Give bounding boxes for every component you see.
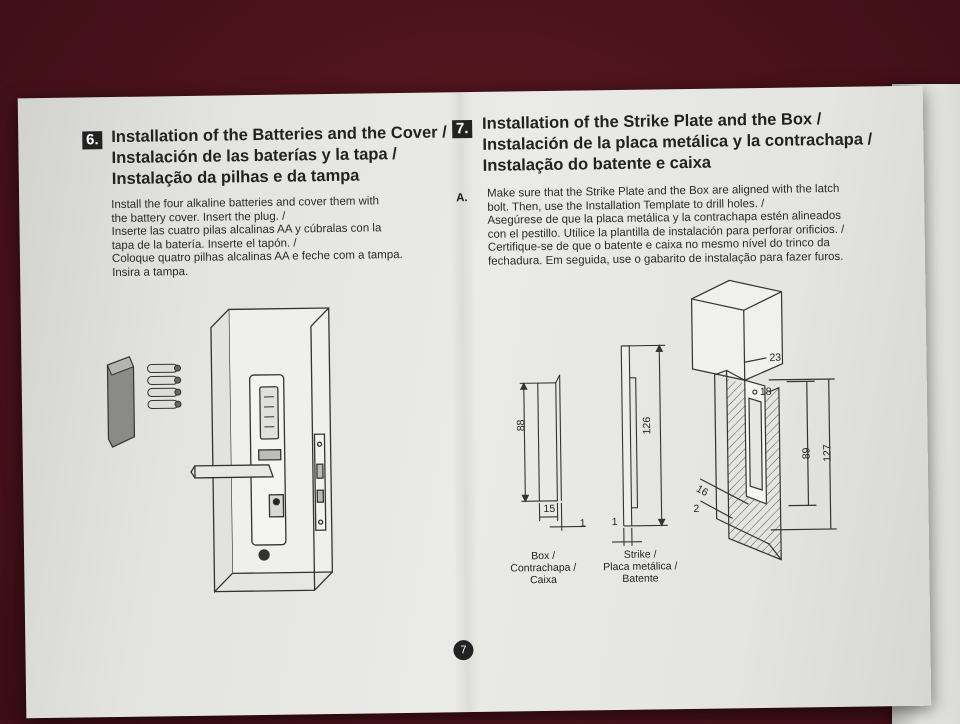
box-label-es: Contrachapa / — [502, 561, 584, 574]
manual-page: 6. Installation of the Batteries and the… — [18, 86, 932, 719]
dim-88: 88 — [515, 419, 527, 431]
dim-127: 127 — [821, 444, 833, 462]
section-7-number: 7. — [452, 120, 472, 138]
strike-box-illustration — [685, 267, 869, 569]
section-7-text: Make sure that the Strike Plate and the … — [487, 183, 845, 269]
door-lock-illustration — [99, 303, 423, 597]
strike-label: Strike / Placa metálica / Batente — [599, 548, 681, 585]
dim-2: 2 — [693, 503, 699, 515]
dim-89: 89 — [801, 447, 813, 459]
step-a-label: A. — [456, 192, 468, 204]
strike-dimension-drawing — [609, 337, 682, 538]
section-7-title: Installation of the Strike Plate and the… — [482, 108, 873, 176]
box-label: Box / Contrachapa / Caixa — [502, 549, 584, 586]
dim-15: 15 — [543, 503, 555, 515]
dim-126: 126 — [641, 417, 653, 435]
dim-23: 23 — [769, 352, 781, 364]
box-dimension-drawing — [501, 360, 594, 561]
section-7-title-pt: Instalação do batente e caixa — [483, 150, 873, 176]
dim-strike-1: 1 — [612, 516, 618, 528]
page-number: 7 — [453, 640, 473, 660]
batteries-icon — [147, 364, 181, 408]
section-6-number: 6. — [82, 131, 102, 149]
dim-box-1: 1 — [580, 517, 586, 529]
dim-18: 18 — [760, 386, 772, 398]
box-label-pt: Caixa — [502, 573, 584, 586]
section-6-text: Install the four alkaline batteries and … — [111, 195, 403, 280]
section-6-title: Installation of the Batteries and the Co… — [111, 122, 447, 190]
section-6-title-pt: Instalação da pilhas e da tampa — [112, 164, 448, 190]
battery-cover-icon — [107, 357, 134, 447]
strike-label-es: Placa metálica / — [599, 560, 681, 573]
page-fold — [448, 92, 481, 712]
strike-label-pt: Batente — [599, 572, 681, 585]
